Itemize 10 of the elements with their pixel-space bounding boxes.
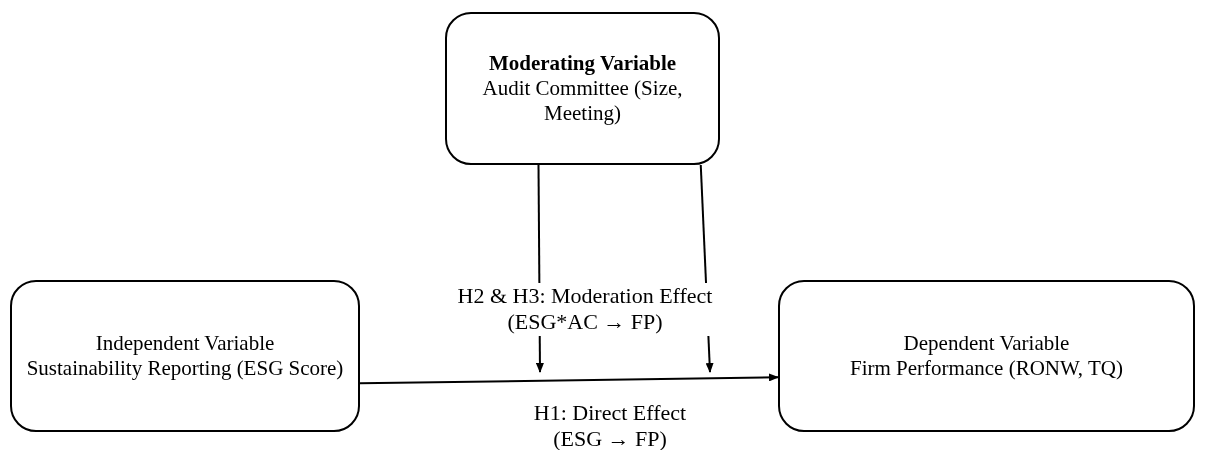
node-text: Audit Committee (Size, Meeting) (481, 75, 684, 127)
node-heading: Dependent Variable (903, 330, 1070, 356)
moderator-box (445, 12, 720, 165)
node-heading: Independent Variable (95, 330, 275, 356)
arrow (359, 373, 779, 385)
node-text: Sustainability Reporting (ESG Score) (26, 356, 344, 382)
node-text: Firm Performance (RONW, TQ) (850, 356, 1123, 382)
variable-box (10, 280, 360, 432)
node-heading: Moderating Variable (488, 50, 677, 76)
variable-box (778, 280, 1195, 432)
